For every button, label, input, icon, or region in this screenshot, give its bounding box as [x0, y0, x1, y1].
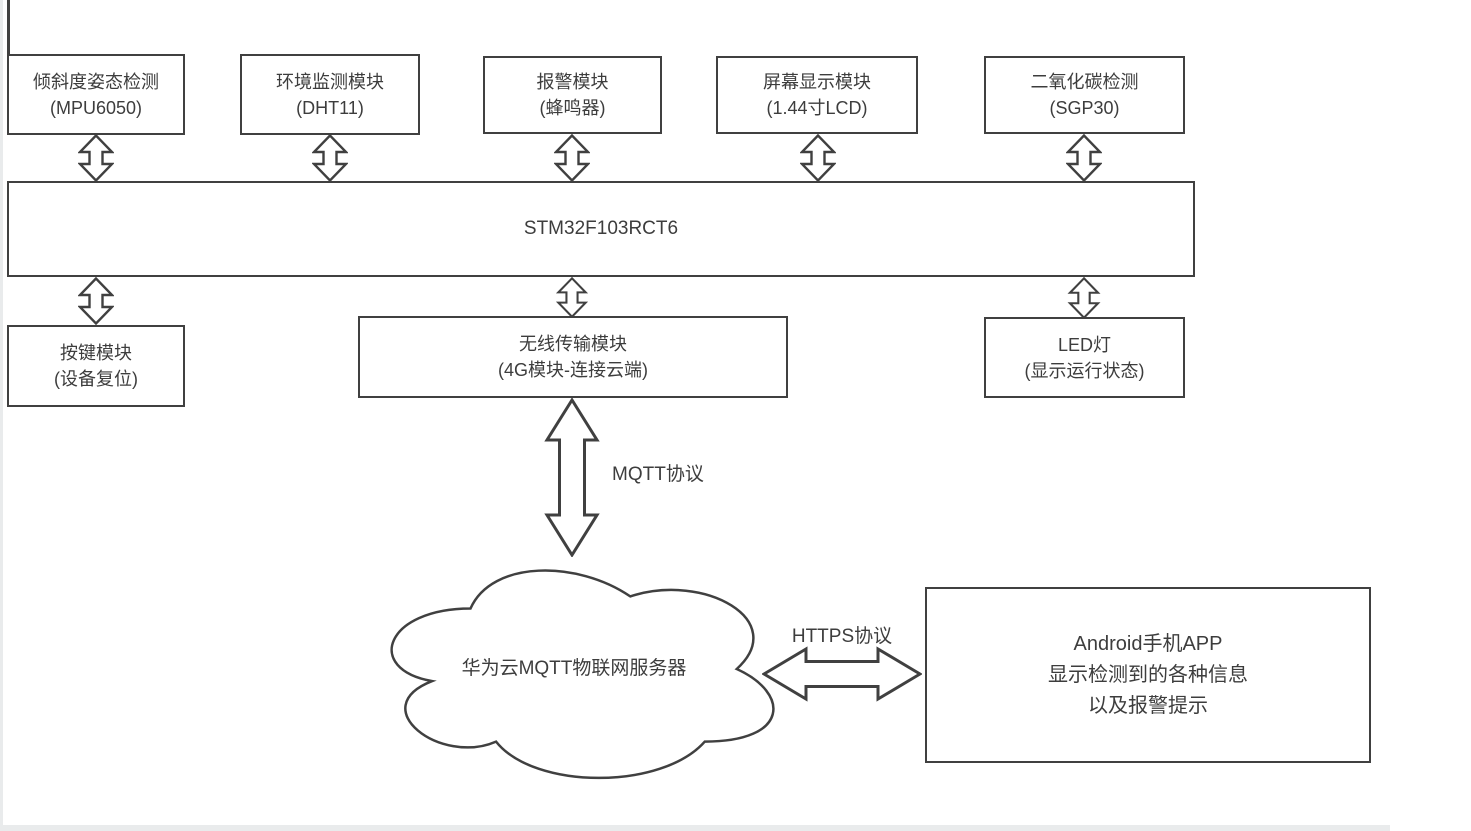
module-box-dht11: 环境监测模块 (DHT11) [240, 54, 420, 135]
module-box-lcd: 屏幕显示模块 (1.44寸LCD) [716, 56, 918, 134]
double-arrow-icon [554, 134, 590, 182]
double-arrow-icon [800, 134, 836, 182]
module-box-sgp30: 二氧化碳检测 (SGP30) [984, 56, 1185, 134]
module-label: 按键模块 [60, 343, 132, 363]
module-box-buzzer: 报警模块 (蜂鸣器) [483, 56, 662, 134]
double-arrow-icon [312, 134, 348, 182]
app-label-line3: 以及报警提示 [1088, 694, 1208, 717]
double-arrow-icon [78, 277, 114, 325]
app-label-line2: 显示检测到的各种信息 [1048, 663, 1248, 686]
module-box-button: 按键模块 (设备复位) [7, 325, 185, 407]
canvas-bottom-edge [0, 825, 1390, 831]
module-sublabel: (4G模块-连接云端) [498, 360, 648, 380]
module-sublabel: (MPU6050) [49, 97, 143, 118]
module-box-mpu6050: 倾斜度姿态检测 (MPU6050) [7, 54, 185, 135]
module-label: 报警模块 [536, 72, 609, 92]
mqtt-protocol-label: MQTT协议 [612, 464, 704, 485]
module-sublabel: (蜂鸣器) [539, 98, 606, 118]
module-box-wireless-4g: 无线传输模块 (4G模块-连接云端) [358, 316, 788, 398]
double-arrow-icon [554, 277, 590, 318]
cutoff-connector-line [7, 0, 10, 55]
controller-label: STM32F103RCT6 [523, 218, 679, 239]
app-label-line1: Android手机APP [1073, 632, 1223, 655]
https-protocol-label: HTTPS协议 [791, 626, 893, 647]
module-label: 二氧化碳检测 [1030, 72, 1139, 92]
android-app-box: Android手机APP 显示检测到的各种信息 以及报警提示 [925, 587, 1371, 763]
module-sublabel: (SGP30) [1049, 98, 1120, 118]
module-sublabel: (显示运行状态) [1024, 360, 1145, 381]
module-box-led: LED灯 (显示运行状态) [984, 317, 1185, 398]
cloud-label: 华为云MQTT物联网服务器 [461, 658, 687, 679]
cloud-shape-icon [390, 569, 775, 780]
module-label: 倾斜度姿态检测 [33, 71, 159, 92]
double-arrow-icon [78, 134, 114, 182]
module-label: 无线传输模块 [519, 334, 627, 354]
module-sublabel: (设备复位) [54, 369, 138, 389]
https-double-arrow-icon [762, 646, 922, 702]
module-label: 环境监测模块 [276, 71, 384, 92]
module-label: 屏幕显示模块 [763, 72, 871, 92]
module-sublabel: (DHT11) [296, 97, 364, 118]
mqtt-double-arrow-icon [544, 398, 600, 557]
double-arrow-icon [1066, 134, 1102, 182]
canvas-left-edge [0, 0, 3, 831]
module-sublabel: (1.44寸LCD) [766, 98, 868, 118]
controller-box-stm32: STM32F103RCT6 [7, 181, 1195, 277]
double-arrow-icon [1066, 277, 1102, 319]
module-label: LED灯 [1057, 334, 1111, 355]
